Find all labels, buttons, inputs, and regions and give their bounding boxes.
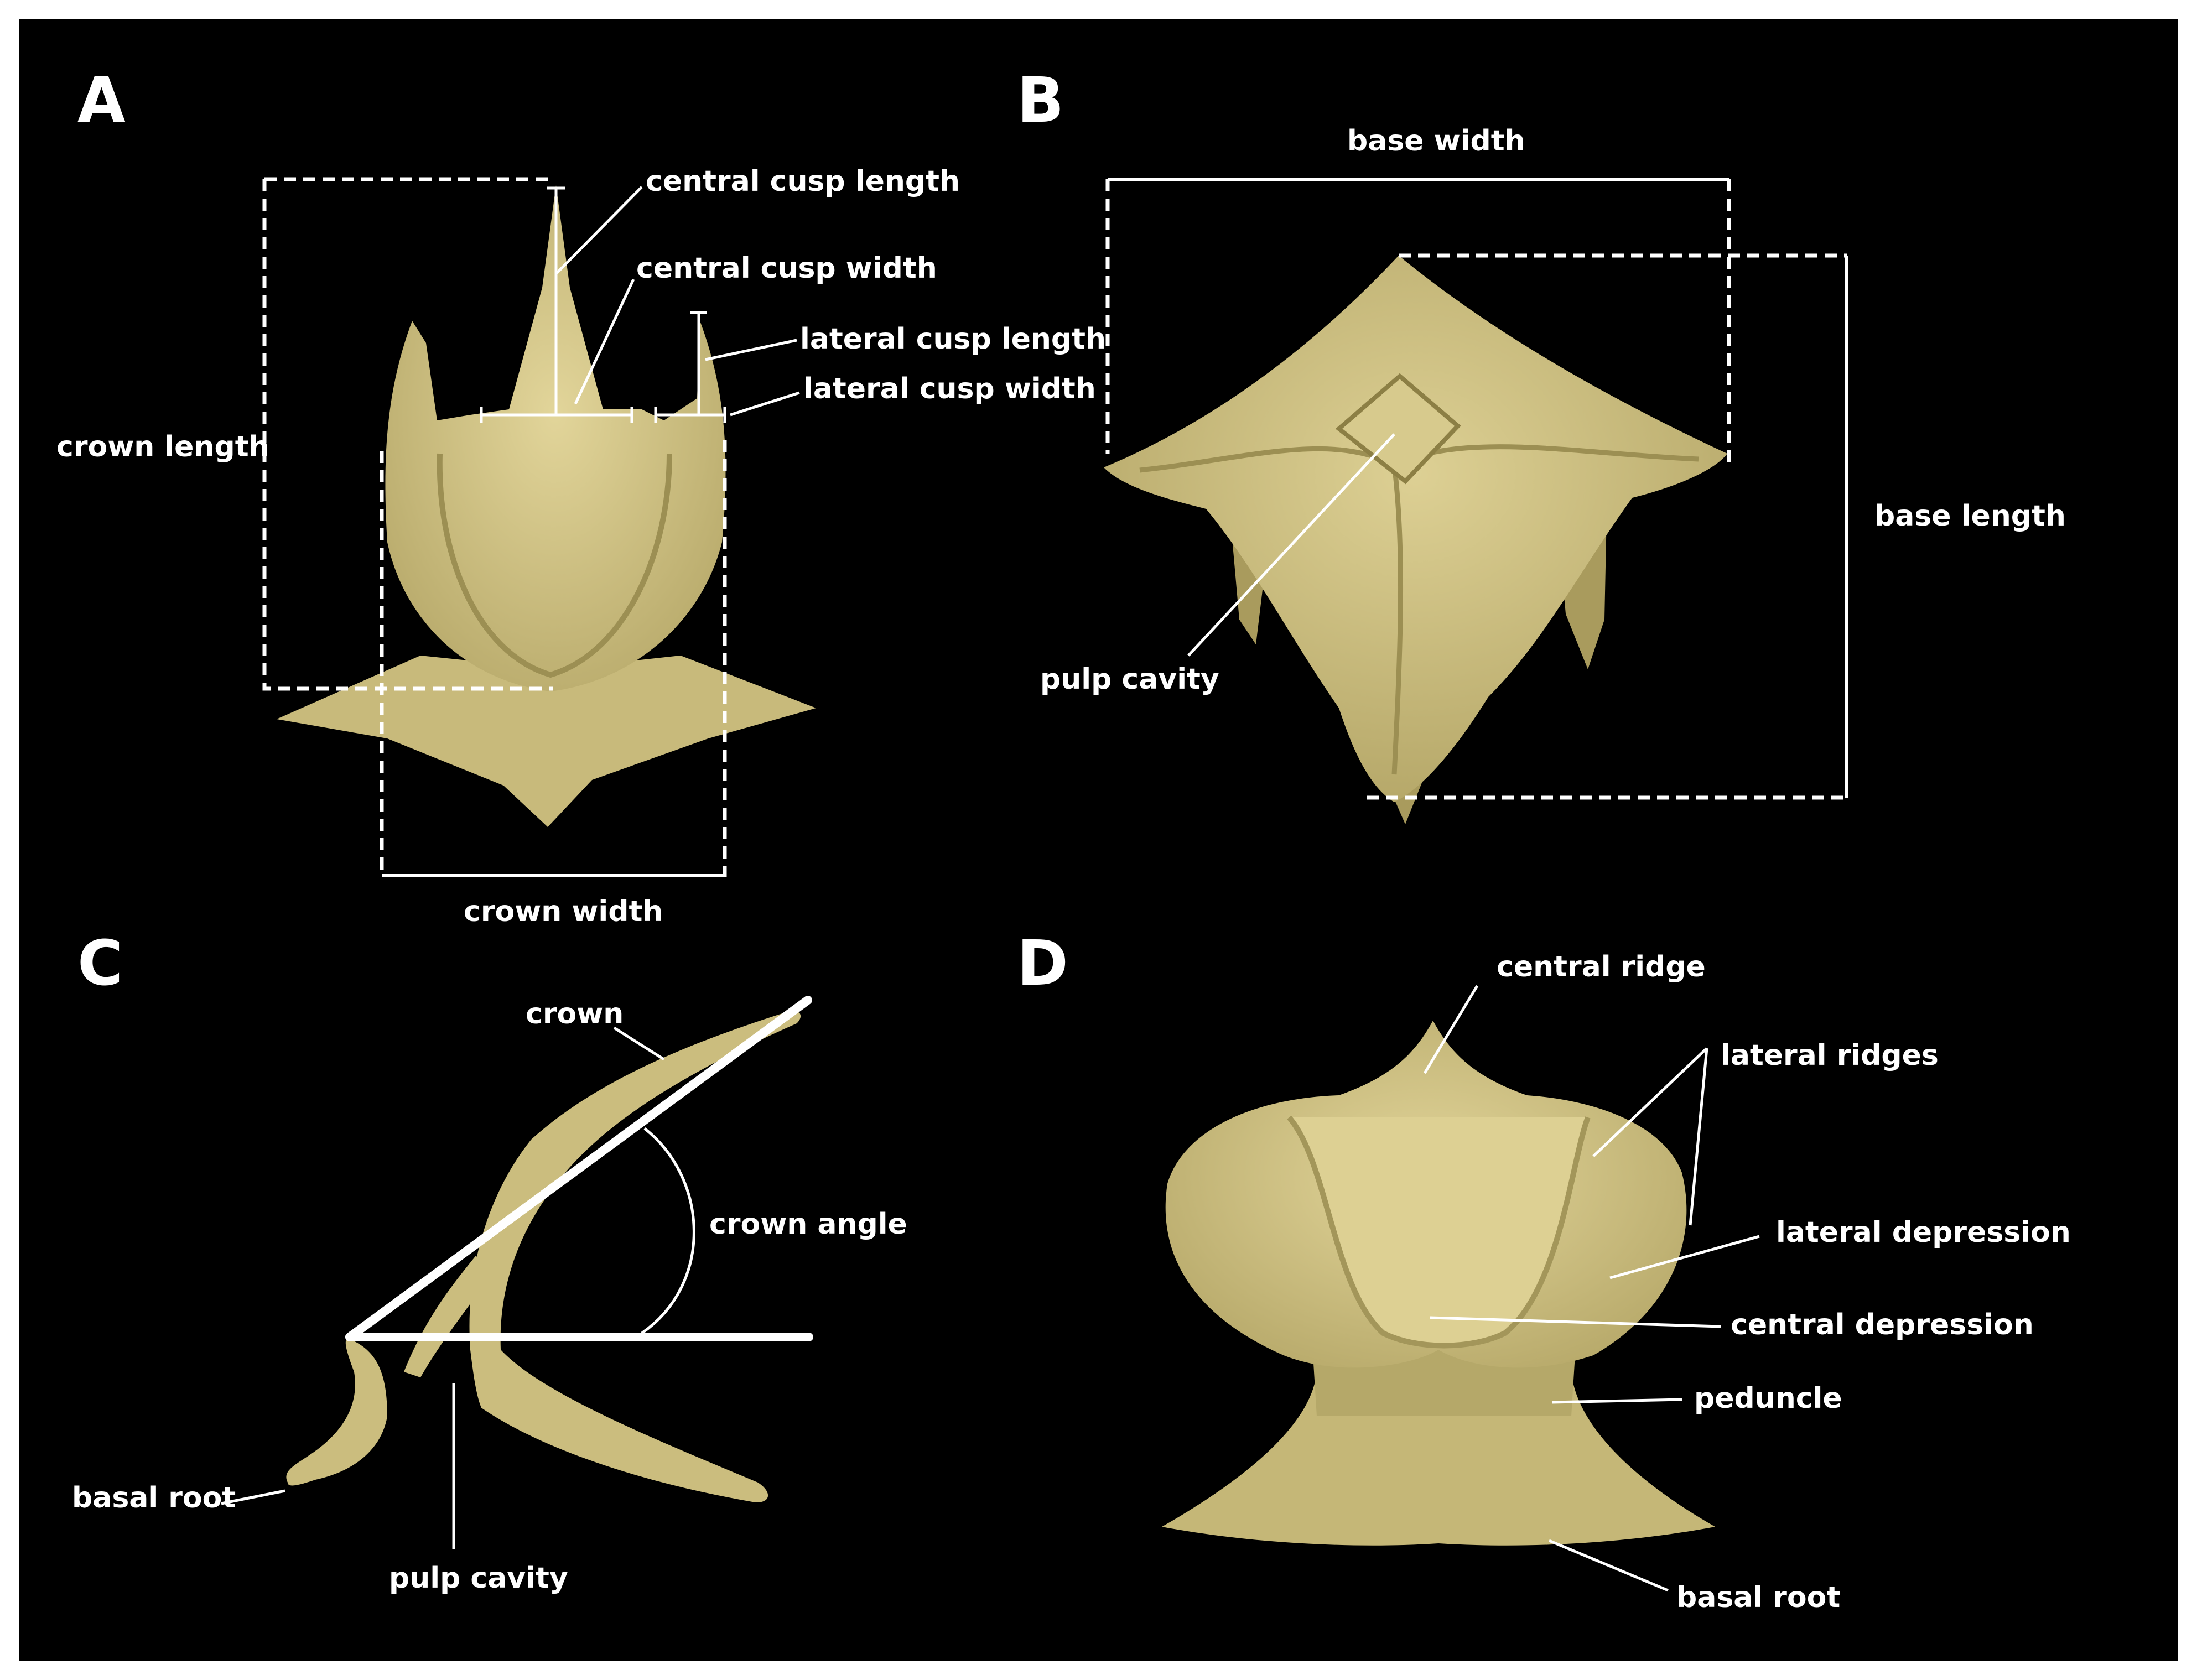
panel-b-base-width-box: [1105, 179, 1731, 465]
panel-a-letter: A: [77, 65, 126, 137]
panel-a-crown-width-box: [380, 440, 727, 877]
panel-b-leader-pulp-cavity: [1187, 433, 1395, 657]
panel-a-leader-lateral-cusp-width: [730, 391, 800, 417]
panel-c-crown-section: [469, 1011, 801, 1502]
panel-a-tooth-crown: [385, 185, 726, 691]
panel-d-leader-lateral-ridges-a: [1592, 1047, 1708, 1157]
panel-a-label-lateral-cusp-length: lateral cusp length: [800, 323, 1106, 356]
panel-d: D central ridge lateral ridges lateral d…: [1017, 928, 2071, 1614]
panel-a-label-crown-length: crown length: [56, 430, 269, 464]
panel-a-lateral-cusp-length-bar: [690, 311, 707, 415]
panel-d-label-basal-root: basal root: [1676, 1581, 1840, 1614]
panel-a-lateral-cusp-width-bar: [654, 407, 726, 423]
panel-a-central-cusp-width-bar: [480, 407, 633, 423]
panel-d-basal-root-shape: [1162, 1372, 1715, 1546]
panel-d-label-lateral-depression: lateral depression: [1776, 1216, 2071, 1249]
panel-d-leader-basal-root: [1549, 1539, 1669, 1592]
panel-a-crown-length-box: [262, 177, 553, 691]
panel-a-label-crown-width: crown width: [464, 895, 663, 928]
panel-b: B base width base length pulp cavity: [1017, 65, 2066, 824]
panel-d-letter: D: [1017, 928, 1068, 1000]
panel-c-leader-basal-root: [221, 1489, 285, 1505]
panel-b-label-base-width: base width: [1347, 124, 1525, 158]
panel-b-pulp-cavity-shape: [1335, 373, 1461, 485]
panel-a-tooth-base: [277, 656, 816, 827]
panel-b-base-length-box: [1367, 253, 1847, 800]
panel-a: A central cusp length central cusp width…: [56, 65, 1106, 928]
panel-c-left-limb-section: [404, 1256, 492, 1377]
panel-d-leader-lateral-ridges-b: [1689, 1048, 1708, 1226]
panel-d-label-central-ridge: central ridge: [1497, 950, 1706, 984]
panel-d-label-central-depression: central depression: [1731, 1308, 2034, 1341]
panel-b-label-pulp-cavity: pulp cavity: [1040, 663, 1219, 696]
panel-b-tooth-base: [1104, 256, 1727, 802]
panel-a-leader-central-cusp-length: [555, 186, 643, 275]
panel-c-leader-crown: [613, 1026, 665, 1061]
panel-a-leader-lateral-cusp-length: [705, 339, 797, 361]
panel-d-leader-peduncle: [1551, 1398, 1682, 1404]
panel-d-leader-lateral-depression: [1609, 1235, 1760, 1279]
panel-c-letter: C: [77, 928, 123, 1000]
figure-background: [19, 19, 2178, 1661]
panel-c-crown-angle-arc: [641, 1127, 695, 1335]
panel-c-label-basal-root: basal root: [72, 1481, 236, 1515]
panel-c-label-pulp-cavity: pulp cavity: [389, 1562, 568, 1595]
panel-c-label-crown: crown: [526, 997, 624, 1031]
panel-a-label-central-cusp-length: central cusp length: [646, 165, 960, 198]
panel-b-label-base-length: base length: [1874, 500, 2066, 533]
panel-a-label-lateral-cusp-width: lateral cusp width: [803, 372, 1096, 405]
panel-d-leader-central-ridge: [1423, 985, 1479, 1074]
panel-a-central-cusp-length-bar: [547, 186, 565, 415]
panel-b-letter: B: [1017, 65, 1064, 137]
panel-d-leader-central-depression: [1430, 1316, 1721, 1328]
panel-a-leader-central-cusp-width: [574, 278, 635, 405]
panel-c-label-crown-angle: crown angle: [709, 1208, 907, 1241]
panel-d-label-peduncle: peduncle: [1694, 1382, 1842, 1415]
panel-d-central-depression-shape: [1287, 1115, 1591, 1349]
panel-c-basal-root-section: [286, 1339, 387, 1486]
panel-a-crown-inner-rim: [437, 453, 672, 678]
panel-c: C crown crown angle basal root pulp cavi…: [72, 928, 907, 1595]
panel-c-crown-axis-line: [345, 996, 812, 1341]
panel-d-label-lateral-ridges: lateral ridges: [1721, 1039, 1939, 1072]
panel-a-label-central-cusp-width: central cusp width: [636, 252, 937, 285]
